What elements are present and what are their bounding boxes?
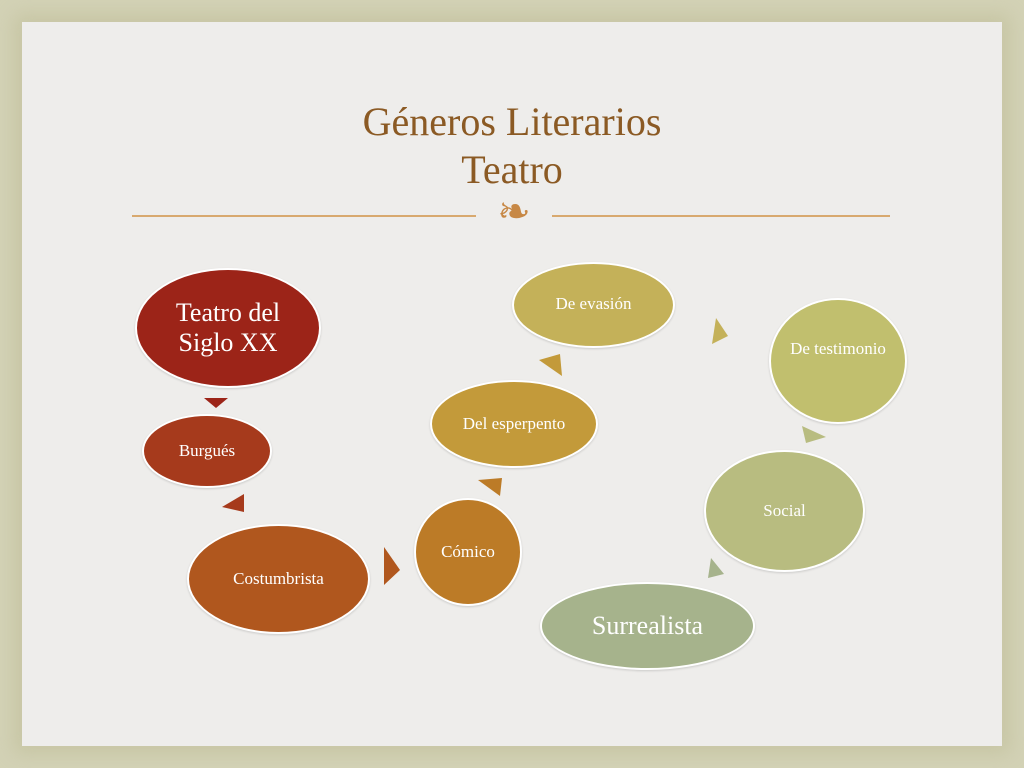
arrow-testimonio-to-social bbox=[802, 426, 826, 443]
node-de-evasion: De evasión bbox=[512, 262, 675, 348]
slide-title: Géneros Literarios Teatro bbox=[0, 98, 1024, 194]
arrow-costumbrista-to-comico bbox=[384, 547, 400, 585]
node-del-esperpento: Del esperpento bbox=[430, 380, 598, 468]
node-costumbrista: Costumbrista bbox=[187, 524, 370, 634]
title-line-2: Teatro bbox=[461, 147, 563, 192]
node-de-testimonio: De testimonio bbox=[769, 298, 907, 424]
node-social: Social bbox=[704, 450, 865, 572]
flourish-icon: ❧ bbox=[476, 190, 552, 234]
arrow-esperpento-to-evasion bbox=[539, 354, 562, 376]
arrow-comico-to-esperpento bbox=[478, 478, 502, 496]
title-line-1: Géneros Literarios bbox=[362, 99, 662, 144]
node-burgues: Burgués bbox=[142, 414, 272, 488]
node-comico: Cómico bbox=[414, 498, 522, 606]
arrow-burgues-to-costumbrista bbox=[222, 494, 244, 512]
arrow-evasion-to-testimonio bbox=[712, 318, 728, 344]
node-surrealista: Surrealista bbox=[540, 582, 755, 670]
node-teatro-del-siglo-xx: Teatro del Siglo XX bbox=[135, 268, 321, 388]
arrow-teatro-to-burgues bbox=[204, 398, 228, 408]
arrow-social-to-surrealista bbox=[708, 558, 724, 578]
